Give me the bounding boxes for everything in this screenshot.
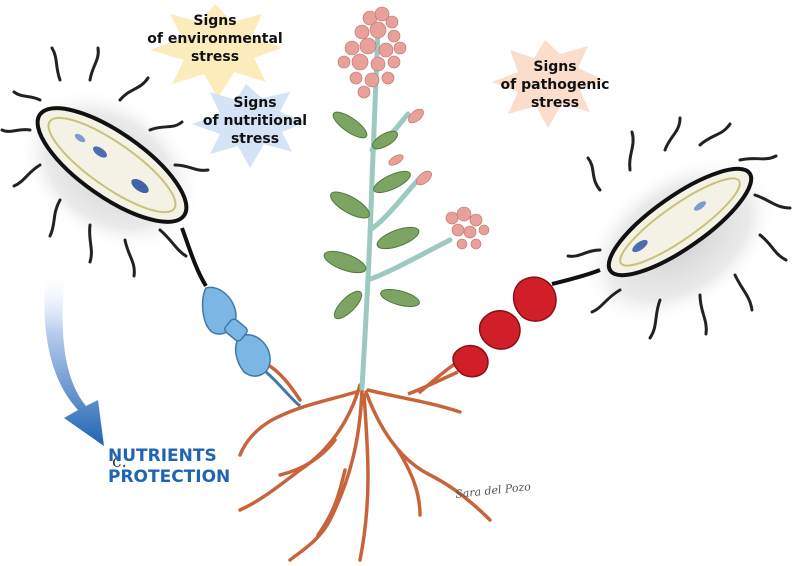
pathogen-connector [408,277,556,394]
beneficial-bacterium [0,48,233,286]
nutrients-label: NUTRIENTS [108,446,268,467]
plant-roots [240,355,490,560]
pathogenic-bacterium [550,118,799,360]
pathogenic-stress-label: Signs of pathogenic stress [490,58,620,112]
outcome-label: NUTRIENTS PROTECTION [108,446,268,488]
environmental-stress-label: Signs of environmental stress [140,12,290,66]
nutritional-stress-label: Signs of nutritional stress [190,94,320,148]
protection-label: PROTECTION [108,467,268,488]
beneficial-connector [203,287,300,406]
outcome-arrow [44,270,104,446]
